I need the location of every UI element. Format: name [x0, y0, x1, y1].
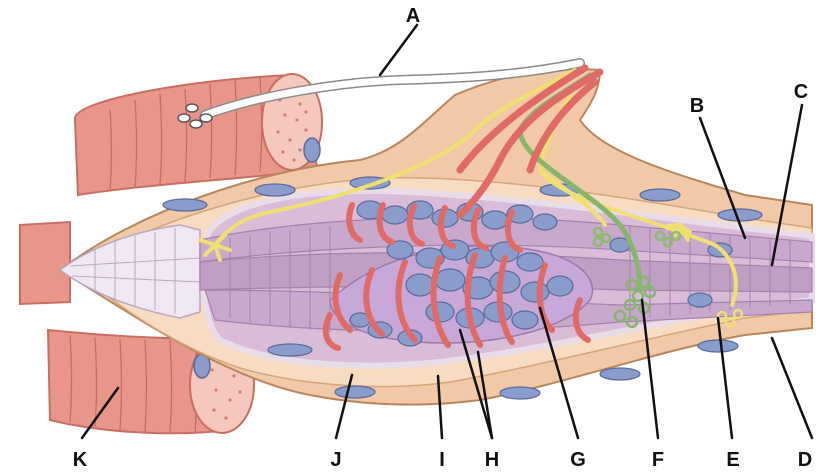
label-A: A	[406, 5, 420, 27]
label-J: J	[330, 449, 341, 471]
label-B: B	[690, 95, 704, 117]
leader-A	[380, 25, 417, 75]
label-H: H	[485, 449, 499, 471]
label-I: I	[439, 449, 445, 471]
label-C: C	[794, 81, 808, 103]
extrafusal-fiber-middle	[20, 222, 70, 304]
label-E: E	[726, 449, 739, 471]
label-F: F	[652, 449, 664, 471]
leader-D	[772, 338, 812, 438]
label-G: G	[570, 449, 586, 471]
label-D: D	[798, 449, 812, 471]
label-K: K	[73, 449, 88, 471]
